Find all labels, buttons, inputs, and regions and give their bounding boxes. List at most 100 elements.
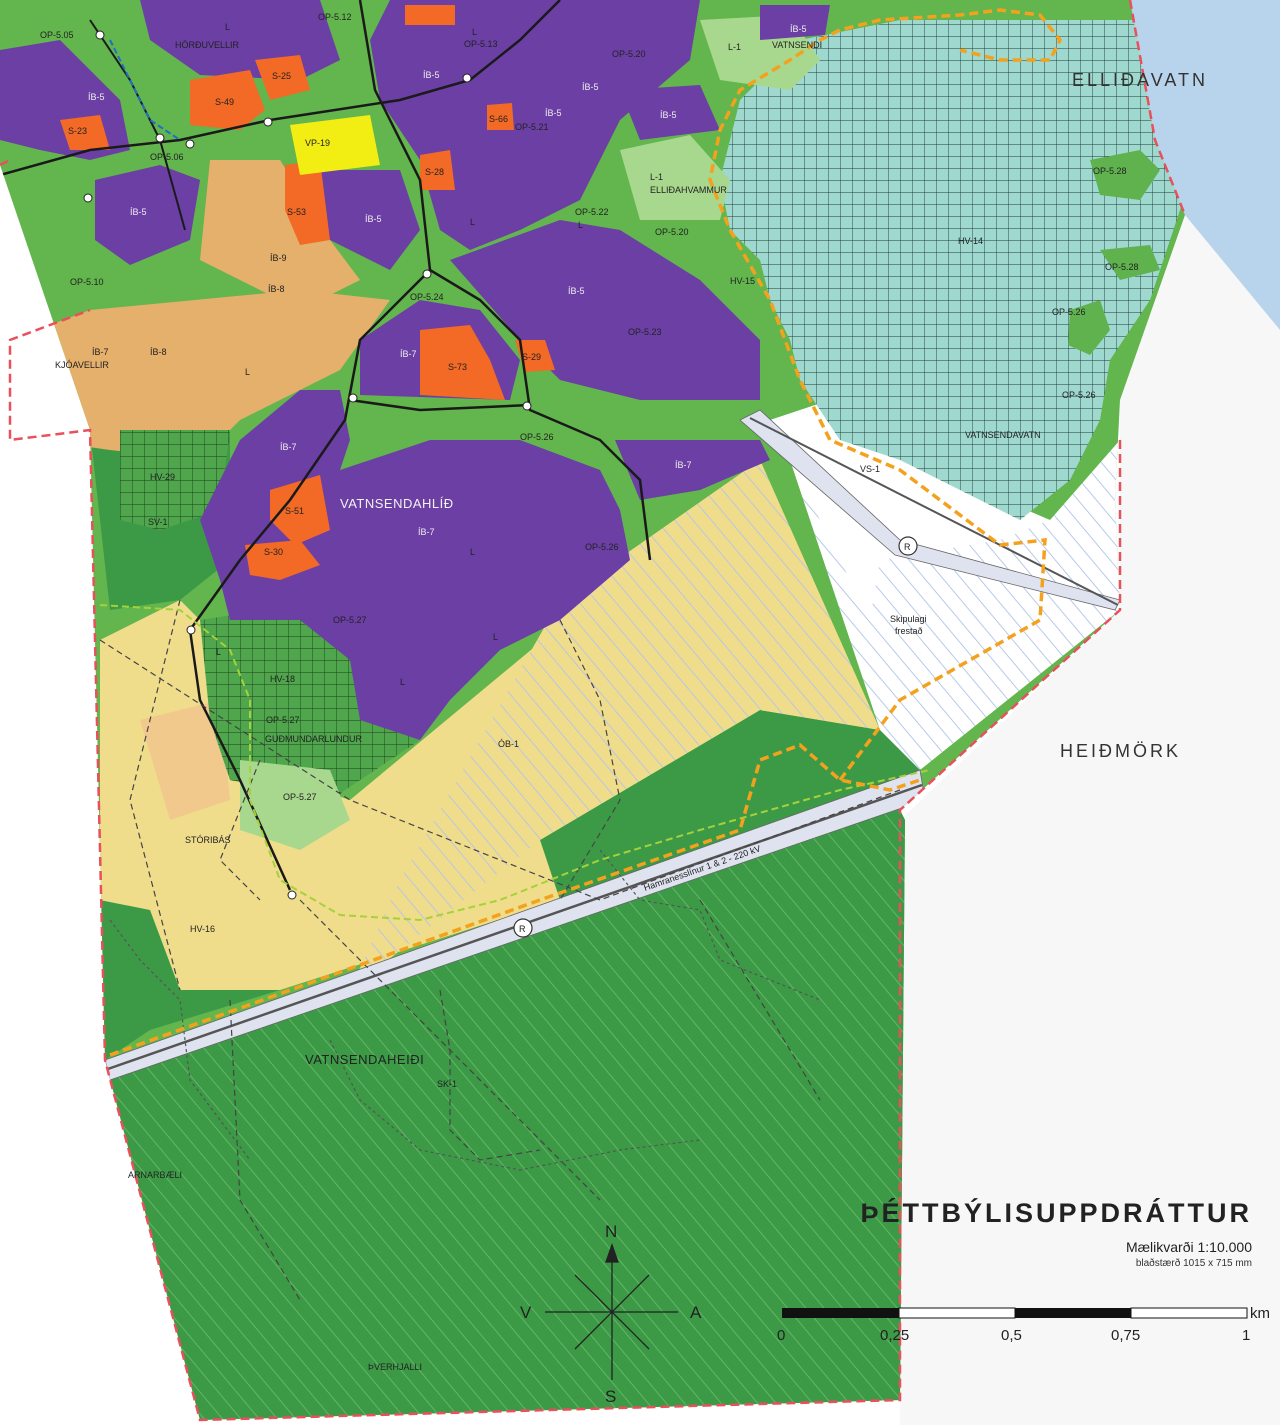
roundabout-marker-1: R <box>898 536 918 556</box>
svg-text:OP-5.06: OP-5.06 <box>150 152 184 162</box>
island-op528b <box>1100 245 1160 280</box>
svg-text:OP-5.26: OP-5.26 <box>1052 307 1086 317</box>
island-op528a <box>1090 150 1160 200</box>
svg-text:KJÓAVELLIR: KJÓAVELLIR <box>55 360 109 370</box>
svg-text:HV-18: HV-18 <box>270 674 295 684</box>
svg-text:HÖRÐUVELLIR: HÖRÐUVELLIR <box>175 40 240 50</box>
zone-labels: ÍB-5 ÍB-5 ÍB-5 ÍB-5 ÍB-5 ÍB-5 ÍB-5 ÍB-5 … <box>40 12 1139 1089</box>
svg-text:L: L <box>472 27 477 37</box>
svg-text:L: L <box>470 547 475 557</box>
bike-route <box>99 604 931 922</box>
svg-text:ÍB-5: ÍB-5 <box>660 110 677 120</box>
svg-text:L-1: L-1 <box>728 42 741 52</box>
svg-text:L: L <box>578 220 583 230</box>
svg-text:ÍB-5: ÍB-5 <box>568 286 585 296</box>
svg-text:L: L <box>400 677 405 687</box>
svg-text:ÍB-8: ÍB-8 <box>268 284 285 294</box>
suburban-ib9 <box>200 160 360 310</box>
zone-vp19 <box>290 115 380 175</box>
svg-text:OP-5.13: OP-5.13 <box>464 39 498 49</box>
svg-text:S-29: S-29 <box>522 352 541 362</box>
svg-text:0: 0 <box>777 1327 785 1344</box>
svg-text:S-49: S-49 <box>215 97 234 107</box>
svg-text:S-28: S-28 <box>425 167 444 177</box>
svg-text:HV-14: HV-14 <box>958 236 983 246</box>
svg-text:S-73: S-73 <box>448 362 467 372</box>
trails <box>109 849 821 1171</box>
svg-text:S-25: S-25 <box>272 71 291 81</box>
svg-text:0,5: 0,5 <box>1001 1327 1022 1344</box>
svg-text:OP-5.27: OP-5.27 <box>333 615 367 625</box>
svg-text:VATNSENDAHLÍÐ: VATNSENDAHLÍÐ <box>340 496 454 511</box>
water-north <box>1130 0 1280 340</box>
compass-rose <box>545 1243 678 1380</box>
svc-n-top <box>405 5 455 25</box>
res-ib5-small2 <box>760 5 830 40</box>
svg-text:L: L <box>470 217 475 227</box>
svg-text:OP-5.23: OP-5.23 <box>628 327 662 337</box>
svg-text:OP-5.27: OP-5.27 <box>266 715 300 725</box>
title-block: ÞÉTTBÝLISUPPDRÁTTUR Mælikvarði 1:10.000 … <box>860 1197 1252 1269</box>
res-ib5-east <box>450 220 760 400</box>
forest-south <box>100 770 920 1420</box>
paths <box>99 599 901 1301</box>
island-op526 <box>1068 300 1110 355</box>
svg-text:OP-5.26: OP-5.26 <box>585 542 619 552</box>
junctions <box>83 30 532 900</box>
suburban-kjoavellir <box>10 290 390 460</box>
svg-text:ÍB-7: ÍB-7 <box>400 349 417 359</box>
svg-text:S-53: S-53 <box>287 207 306 217</box>
svg-text:OP-5.24: OP-5.24 <box>410 292 444 302</box>
svg-text:HV-15: HV-15 <box>730 276 755 286</box>
svg-text:ELLIÐAVATN: ELLIÐAVATN <box>1072 70 1208 90</box>
svg-text:R: R <box>519 924 526 934</box>
white-east <box>900 215 1280 1425</box>
svg-text:HEIÐMÖRK: HEIÐMÖRK <box>1060 741 1181 761</box>
svg-text:VATNSENDI: VATNSENDI <box>772 40 822 50</box>
svg-text:ÍB-7: ÍB-7 <box>92 347 109 357</box>
forest-patch-east <box>540 710 920 900</box>
svc-s30 <box>245 540 320 580</box>
svg-text:SK-1: SK-1 <box>437 1079 457 1089</box>
road-north-south <box>188 0 432 891</box>
svg-text:0,75: 0,75 <box>1111 1327 1140 1344</box>
svg-text:1: 1 <box>1242 1327 1250 1344</box>
svg-text:VS-1: VS-1 <box>860 464 880 474</box>
lake-ellidavatn <box>720 20 1185 520</box>
svg-text:OP-5.12: OP-5.12 <box>318 12 352 22</box>
svg-text:OP-5.27: OP-5.27 <box>283 792 317 802</box>
svg-text:OP-5.28: OP-5.28 <box>1093 166 1127 176</box>
svg-text:S-23: S-23 <box>68 126 87 136</box>
svc-s66 <box>487 103 514 130</box>
svg-text:ÍB-7: ÍB-7 <box>675 460 692 470</box>
svg-text:ÍB-5: ÍB-5 <box>130 207 147 217</box>
svg-text:L-1: L-1 <box>650 172 663 182</box>
svg-text:R: R <box>904 542 911 552</box>
svg-text:HV-29: HV-29 <box>150 472 175 482</box>
municipal-boundary <box>0 0 1187 1422</box>
svg-text:OP-5.28: OP-5.28 <box>1105 262 1139 272</box>
svg-text:ÍB-7: ÍB-7 <box>280 442 297 452</box>
svg-text:S-51: S-51 <box>285 506 304 516</box>
svg-text:L: L <box>216 647 221 657</box>
svc-s49 <box>190 70 265 130</box>
svg-text:frestað: frestað <box>895 626 923 636</box>
svc-s73 <box>420 325 505 400</box>
svg-text:OP-5.20: OP-5.20 <box>612 49 646 59</box>
sheet-size: blaðstærð 1015 x 715 mm <box>1136 1257 1252 1269</box>
svc-s28 <box>420 150 455 190</box>
svg-text:L: L <box>225 22 230 32</box>
compass-n: N <box>605 1222 617 1241</box>
compass-s: S <box>605 1387 616 1406</box>
svc-s23 <box>60 115 110 150</box>
scale-bar: 0 0,25 0,5 0,75 1 km <box>777 1305 1270 1344</box>
res-ib7-east <box>615 440 770 500</box>
svg-text:ÍB-5: ÍB-5 <box>423 70 440 80</box>
svg-text:Skipulagi: Skipulagi <box>890 614 927 624</box>
svc-s51 <box>270 475 330 545</box>
road-ring <box>349 398 531 412</box>
blue-stream <box>109 39 181 141</box>
suburban-storibas <box>140 700 230 820</box>
road-east <box>429 268 652 561</box>
